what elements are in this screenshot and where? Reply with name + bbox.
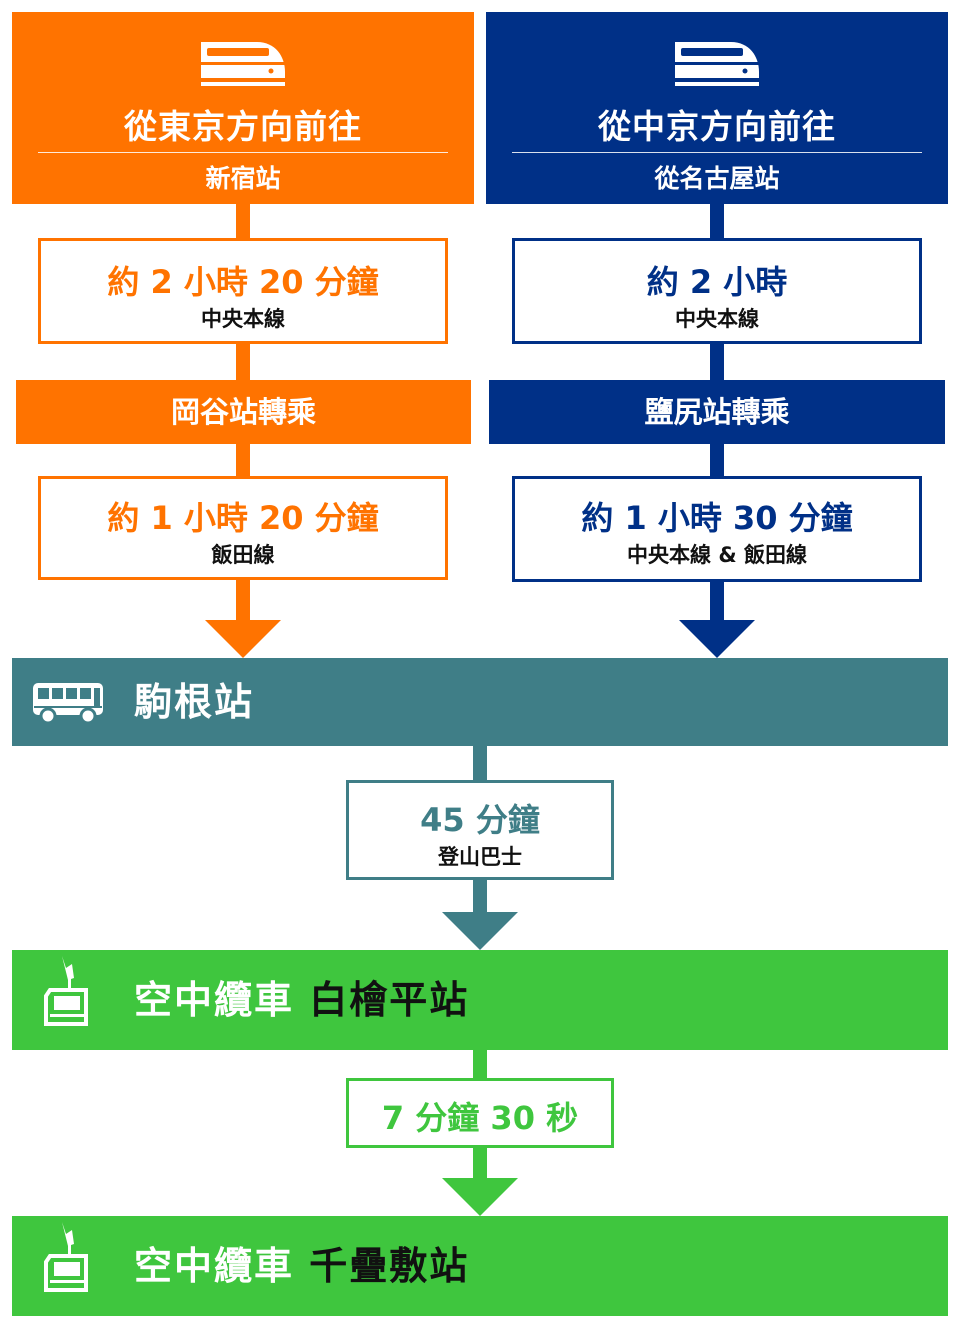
left-connector-3 [236, 440, 250, 480]
left-origin-title: 從東京方向前往 [124, 107, 362, 146]
ropeway-connector-1 [473, 1048, 487, 1082]
right-connector-4 [710, 578, 724, 628]
bus-connector-2 [473, 876, 487, 918]
shirabidaira-prefix: 空中纜車 [134, 978, 295, 1022]
senjojiki-station-bar: 空中纜車 千疊敷站 [12, 1216, 948, 1316]
ropeway-arrow-down [442, 1178, 518, 1216]
right-leg2-box: 約 1 小時 30 分鐘 中央本線 & 飯田線 [512, 476, 922, 582]
right-origin-divider [512, 152, 922, 153]
right-connector-3 [710, 440, 724, 480]
senjojiki-station-name: 千疊敷站 [309, 1244, 470, 1288]
ropeway-duration: 7 分鐘 30 秒 [381, 1099, 579, 1137]
bus-connector-1 [473, 744, 487, 784]
right-leg1-box: 約 2 小時 中央本線 [512, 238, 922, 344]
right-origin-title: 從中京方向前往 [598, 107, 836, 146]
komagane-station-label: 駒根站 [134, 680, 255, 724]
ropeway-gondola-icon [44, 956, 88, 1026]
right-origin-station: 從名古屋站 [654, 164, 780, 193]
left-origin-divider [38, 152, 448, 153]
ropeway-connector-2 [473, 1144, 487, 1184]
left-origin-box: 從東京方向前往 新宿站 [12, 12, 474, 204]
train-icon [201, 42, 285, 86]
shirabidaira-station-name: 白檜平站 [309, 978, 470, 1022]
bus-duration-box: 45 分鐘 登山巴士 [346, 780, 614, 880]
left-transfer-label: 岡谷站轉乘 [170, 395, 316, 429]
left-connector-4 [236, 576, 250, 628]
left-leg1-box: 約 2 小時 20 分鐘 中央本線 [38, 238, 448, 344]
ropeway-duration-box: 7 分鐘 30 秒 [346, 1078, 614, 1148]
shirabidaira-station-bar: 空中纜車 白檜平站 [12, 950, 948, 1050]
bus-duration: 45 分鐘 [420, 801, 540, 839]
senjojiki-prefix: 空中纜車 [134, 1244, 295, 1288]
left-connector-2 [236, 340, 250, 384]
left-arrow-down [205, 620, 281, 658]
bus-arrow-down [442, 912, 518, 950]
right-leg2-line: 中央本線 & 飯田線 [627, 543, 807, 567]
right-leg2-duration: 約 1 小時 30 分鐘 [581, 499, 853, 537]
right-connector-2 [710, 340, 724, 384]
right-origin-box: 從中京方向前往 從名古屋站 [486, 12, 948, 204]
right-connector-1 [710, 204, 724, 244]
senjojiki-station-label: 空中纜車 千疊敷站 [134, 1216, 469, 1316]
right-transfer-label: 鹽尻站轉乘 [644, 395, 790, 429]
bus-type: 登山巴士 [438, 845, 522, 869]
shirabidaira-station-label: 空中纜車 白檜平站 [134, 950, 469, 1050]
left-leg1-line: 中央本線 [201, 307, 285, 331]
train-icon [675, 42, 759, 86]
left-transfer-box: 岡谷站轉乘 [16, 380, 471, 444]
ropeway-gondola-icon [44, 1222, 88, 1292]
left-leg2-line: 飯田線 [211, 543, 275, 567]
komagane-station-bar: 駒根站 [12, 658, 948, 746]
left-origin-station: 新宿站 [205, 164, 281, 193]
left-connector-1 [236, 204, 250, 244]
right-arrow-down [679, 620, 755, 658]
right-leg1-duration: 約 2 小時 [646, 263, 788, 301]
left-leg2-box: 約 1 小時 20 分鐘 飯田線 [38, 476, 448, 580]
left-leg2-duration: 約 1 小時 20 分鐘 [107, 499, 379, 537]
right-leg1-line: 中央本線 [675, 307, 759, 331]
right-transfer-box: 鹽尻站轉乘 [489, 380, 945, 444]
bus-icon [33, 683, 103, 724]
left-leg1-duration: 約 2 小時 20 分鐘 [107, 263, 379, 301]
